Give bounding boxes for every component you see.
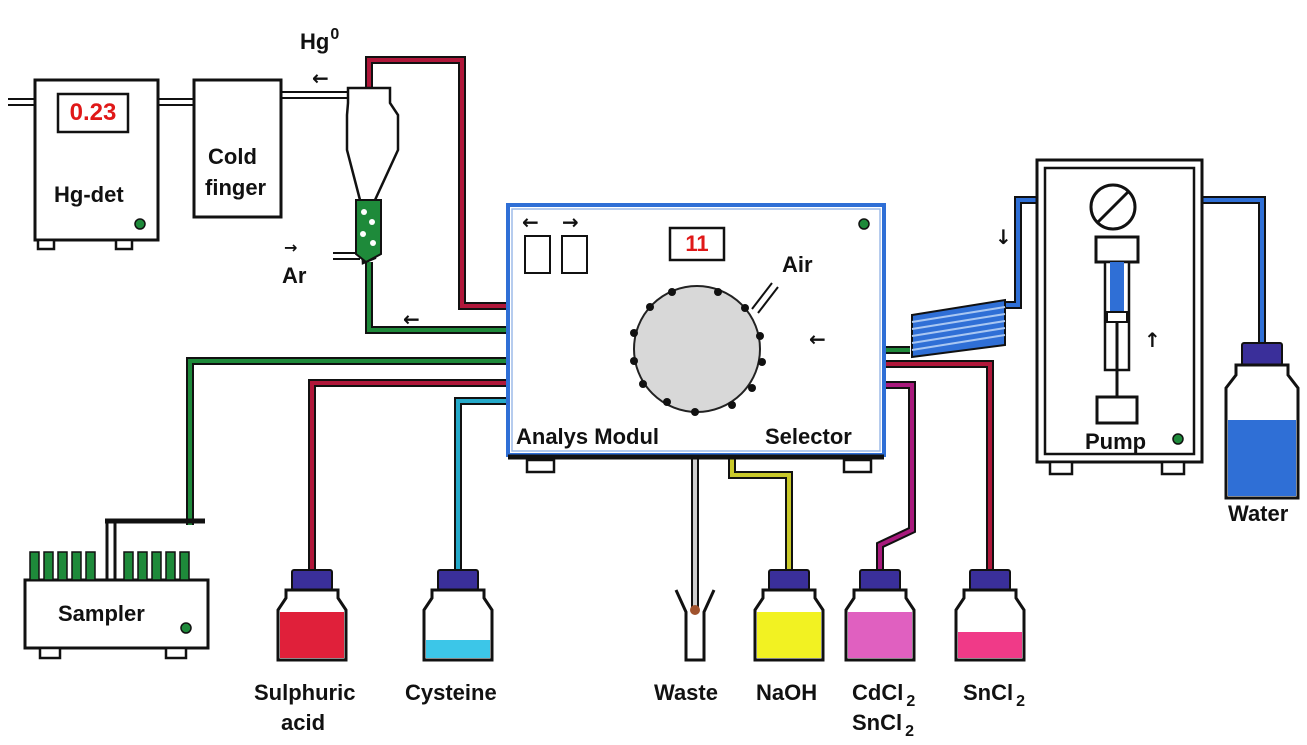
gas-line-cold-separator [281, 91, 348, 99]
gas-line-left [8, 98, 35, 106]
sample-tubes [29, 551, 190, 581]
reaction-coil [911, 298, 1006, 359]
hg-detector-reading: 0.23 [69, 99, 117, 126]
pump [1035, 158, 1204, 476]
sncl2-subscript: 2 [1016, 693, 1026, 710]
hg-detector [33, 78, 160, 251]
sncl2-bottle [954, 569, 1026, 662]
naoh-bottle [753, 569, 825, 662]
sncl2-mix-subscript: 2 [905, 723, 915, 740]
waste-label: Waste [654, 680, 718, 705]
air-label: Air [782, 252, 813, 277]
sampler-label: Sampler [58, 601, 145, 626]
hg0-superscript: 0 [330, 26, 340, 43]
hg0-flow-arrow: ← [312, 66, 329, 90]
cdcl2-base: CdCl [852, 680, 904, 705]
sncl2-mix-base: SnCl [852, 710, 903, 735]
cold-finger-label-line1: Cold [208, 144, 257, 169]
hg-detector-label: Hg-det [54, 182, 124, 207]
hg-detector-led [134, 218, 146, 230]
water-label: Water [1228, 501, 1289, 526]
module-reading: 11 [685, 231, 709, 256]
sampler-led [180, 622, 192, 634]
cold-finger-label-line2: finger [205, 175, 267, 200]
ar-flow-arrow: → [284, 238, 298, 257]
cdcl2-sncl2-bottle [844, 569, 916, 662]
pump-led [1172, 433, 1184, 445]
pump-label: Pump [1085, 429, 1147, 454]
waste-vessel [674, 589, 716, 662]
ar-label: Ar [282, 263, 307, 288]
sncl2-base: SnCl [963, 680, 1014, 705]
pump-up-arrow: ↑ [1144, 328, 1161, 352]
module-arrow-right: → [562, 210, 579, 234]
gas-liquid-separator [345, 86, 400, 265]
cdcl2-subscript: 2 [906, 693, 916, 710]
sulphuric-label-line2: acid [281, 710, 326, 735]
analys-modul-label: Analys Modul [516, 424, 660, 449]
return-flow-arrow: ← [403, 307, 420, 331]
module-led [858, 218, 870, 230]
module-arrow-left: ← [522, 210, 539, 234]
pump-down-arrow: ↓ [995, 225, 1012, 249]
cold-finger [192, 78, 283, 219]
selector-valve [630, 285, 766, 416]
module-display [668, 226, 726, 262]
hg0-base: Hg [300, 29, 330, 54]
module-slot-left [524, 235, 551, 274]
cysteine-bottle [422, 569, 494, 662]
selector-label: Selector [765, 424, 852, 449]
cysteine-label: Cysteine [405, 680, 497, 705]
naoh-label: NaOH [756, 680, 818, 705]
gas-line-det-cold [158, 98, 194, 106]
module-slot-right [561, 235, 588, 274]
sulphuric-label-line1: Sulphuric [254, 680, 356, 705]
hg-detector-display [56, 92, 130, 134]
hg0-label: Hg0 [300, 26, 339, 57]
sampler [23, 518, 210, 660]
sulphuric-acid-bottle [276, 569, 348, 662]
coil-flow-arrow: ← [809, 327, 826, 351]
water-bottle [1224, 342, 1300, 500]
